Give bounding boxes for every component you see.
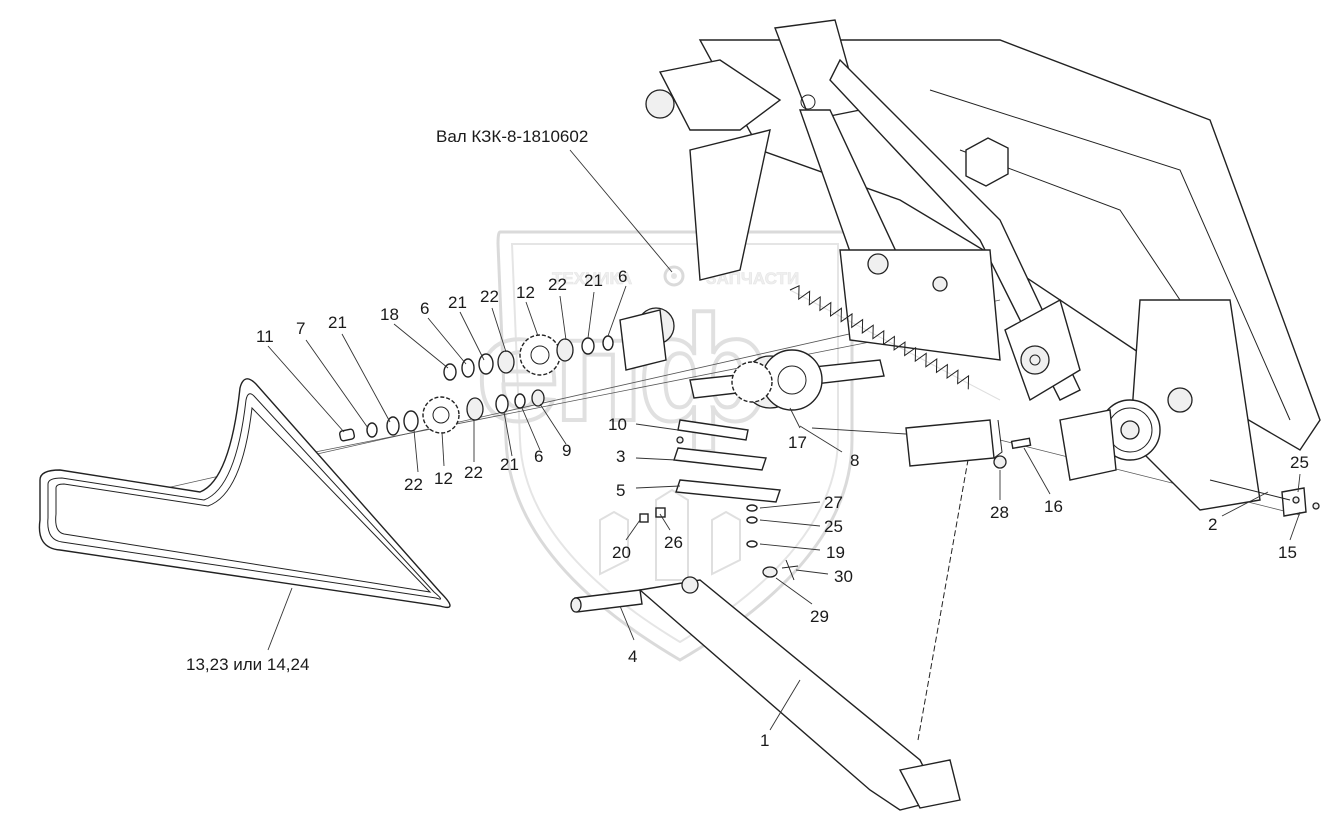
part-label: 20 [612, 543, 631, 562]
part-label: 4 [628, 647, 637, 666]
part-label: 3 [616, 447, 625, 466]
leader-lines [267, 149, 1301, 731]
part-label: 8 [850, 451, 859, 470]
part-label: 6 [420, 299, 429, 318]
machine-frame [645, 19, 1321, 511]
part-label: 2 [1208, 515, 1217, 534]
right-sprocket [1059, 399, 1161, 481]
belt-callout: 13,23 или 14,24 [186, 655, 309, 674]
watermark-left-word: ТЕХНИКА [552, 269, 632, 288]
watermark-logo: епф [476, 284, 764, 452]
small-hardware [639, 479, 1320, 581]
part-label: 19 [826, 543, 845, 562]
part-label: 18 [380, 305, 399, 324]
lever-1 [570, 459, 969, 811]
part-label: 26 [664, 533, 683, 552]
part-label: 16 [1044, 497, 1063, 516]
watermark-right-word: ЗАПЧАСТИ [706, 269, 799, 288]
part-label: 9 [562, 441, 571, 460]
part-label: 17 [788, 433, 807, 452]
watermark: ТЕХНИКА ЗАПЧАСТИ епф [474, 230, 854, 662]
part-label: 30 [834, 567, 853, 586]
part-label: 29 [810, 607, 829, 626]
part-label: 12 [434, 469, 453, 488]
part-label: 21 [328, 313, 347, 332]
bracket-8 [905, 419, 1032, 469]
part-label: 22 [464, 463, 483, 482]
watermark-bottle-shapes [599, 488, 741, 581]
part-label: 28 [990, 503, 1009, 522]
part-label: 22 [404, 475, 423, 494]
part-label: 10 [608, 415, 627, 434]
part-label: 22 [480, 287, 499, 306]
part-label: 15 [1278, 543, 1297, 562]
part-label: 21 [584, 271, 603, 290]
part-label: 21 [500, 455, 519, 474]
shaft-callout: Вал КЗК-8-1810602 [436, 127, 588, 146]
part-label: 22 [548, 275, 567, 294]
spring [789, 284, 1001, 401]
part-label: 6 [618, 267, 627, 286]
part-label: 7 [296, 319, 305, 338]
part-label: 5 [616, 481, 625, 500]
labels: Вал КЗК-8-1810602 13,23 или 14,24 11 7 2… [186, 127, 1309, 750]
part-label: 21 [448, 293, 467, 312]
watermark-gear-icon [663, 265, 685, 287]
part-label: 25 [1290, 453, 1309, 472]
exploded-components [338, 334, 773, 442]
part-label: 1 [760, 731, 769, 750]
part-label: 12 [516, 283, 535, 302]
v-belt [38, 378, 451, 609]
keys-and-plates [673, 419, 781, 503]
part-label: 27 [824, 493, 843, 512]
part-label: 11 [256, 327, 274, 346]
part-label: 25 [824, 517, 843, 536]
part-label: 6 [534, 447, 543, 466]
